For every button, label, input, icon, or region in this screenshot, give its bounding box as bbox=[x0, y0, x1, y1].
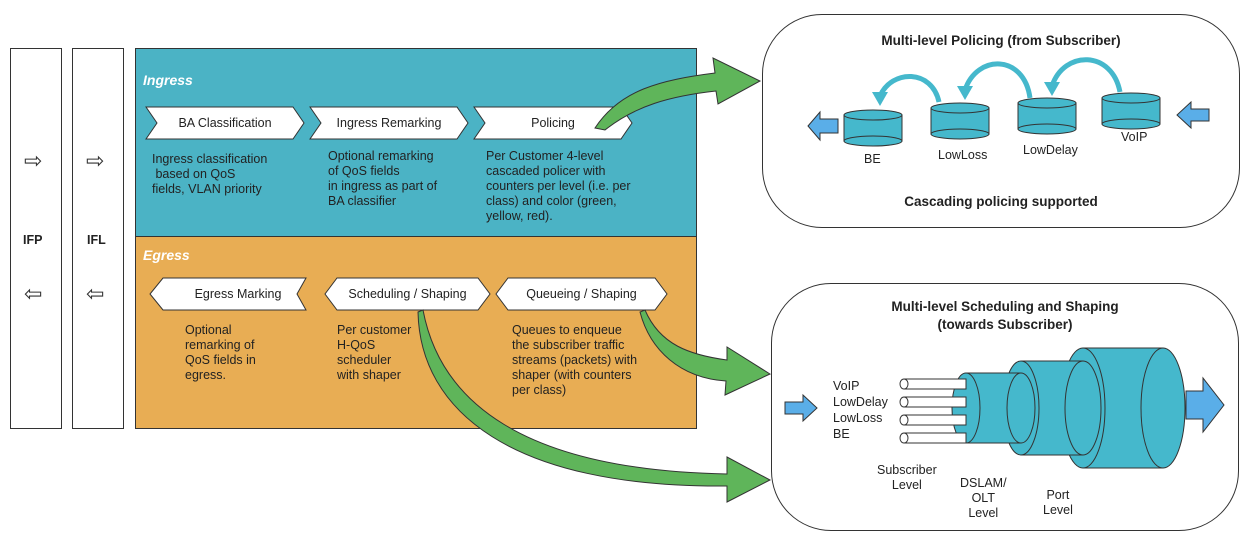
cylinder-voip bbox=[1101, 92, 1161, 130]
cylinder-lowdelay bbox=[1017, 97, 1077, 135]
policing-diagram bbox=[807, 57, 1210, 147]
policing-flow-arrow bbox=[594, 57, 762, 131]
queueing-shaping-label: Queueing / Shaping bbox=[526, 287, 637, 301]
scheduling-shaping-label: Scheduling / Shaping bbox=[348, 287, 467, 301]
ba-classification-desc: Ingress classification based on QoS fiel… bbox=[152, 152, 268, 196]
scheduling-out-arrow-icon bbox=[1185, 376, 1225, 434]
egress-marking-chevron bbox=[149, 277, 307, 311]
ifl-right-arrow-icon: ⇨ bbox=[86, 148, 105, 173]
ingress-panel bbox=[135, 48, 697, 238]
egress-title: Egress bbox=[143, 247, 190, 263]
subscriber-level-cylinder bbox=[951, 372, 1036, 444]
ifp-right-arrow-icon: ⇨ bbox=[24, 148, 43, 173]
queueing-flow-arrow bbox=[639, 309, 772, 396]
ba-classification-chevron bbox=[145, 106, 305, 140]
cylinder-lowloss bbox=[930, 102, 990, 140]
ifp-left-arrow-icon: ⇦ bbox=[24, 281, 43, 306]
queueing-shaping-chevron bbox=[495, 277, 668, 311]
scheduling-class-list: VoIP LowDelay LowLoss BE bbox=[833, 379, 888, 441]
ba-classification-label: BA Classification bbox=[178, 116, 272, 130]
policing-box-footer: Cascading policing supported bbox=[904, 194, 1098, 209]
policing-out-arrow-icon bbox=[807, 110, 839, 142]
ifp-column bbox=[10, 48, 62, 429]
cascade-arrow-1 bbox=[877, 73, 942, 103]
cascade-arrow-3 bbox=[1049, 57, 1123, 93]
class-tubes bbox=[899, 378, 967, 444]
policing-level-voip: VoIP bbox=[1121, 130, 1148, 144]
ingress-remarking-label: Ingress Remarking bbox=[336, 116, 442, 130]
scheduling-flow-arrow bbox=[417, 309, 772, 503]
policing-level-lowloss: LowLoss bbox=[938, 148, 988, 162]
policing-in-arrow-icon bbox=[1176, 100, 1210, 130]
scheduling-diagram bbox=[784, 347, 1225, 469]
scheduling-box-title: Multi-level Scheduling and Shaping (towa… bbox=[891, 299, 1119, 332]
policing-label: Policing bbox=[531, 116, 575, 130]
cascade-arrow-2 bbox=[962, 61, 1033, 99]
port-level-label: Port Level bbox=[1043, 488, 1073, 517]
scheduling-shaping-desc: Per customer H-QoS scheduler with shaper bbox=[337, 323, 412, 382]
queueing-shaping-desc: Queues to enqueue the subscriber traffic… bbox=[512, 323, 638, 397]
ifl-label: IFL bbox=[87, 233, 106, 247]
ifl-column bbox=[72, 48, 124, 429]
policing-desc: Per Customer 4-level cascaded policer wi… bbox=[486, 149, 631, 223]
policing-level-lowdelay: LowDelay bbox=[1023, 143, 1078, 157]
policing-level-be: BE bbox=[864, 152, 881, 166]
egress-marking-desc: Optional remarking of QoS fields in egre… bbox=[185, 323, 256, 382]
scheduling-in-arrow-icon bbox=[784, 393, 818, 423]
policing-box-title: Multi-level Policing (from Subscriber) bbox=[881, 33, 1121, 48]
cylinder-be bbox=[843, 109, 903, 147]
ifl-left-arrow-icon: ⇦ bbox=[86, 281, 105, 306]
ingress-remarking-chevron bbox=[309, 106, 469, 140]
subscriber-level-label: Subscriber Level bbox=[877, 463, 937, 492]
scheduling-shaping-chevron bbox=[324, 277, 491, 311]
dslam-level-label: DSLAM/ OLT Level bbox=[960, 476, 1007, 520]
egress-panel bbox=[135, 236, 697, 429]
ingress-remarking-desc: Optional remarking of QoS fields in ingr… bbox=[328, 149, 438, 208]
ifp-label: IFP bbox=[23, 233, 43, 247]
ingress-title: Ingress bbox=[143, 72, 193, 88]
egress-marking-label: Egress Marking bbox=[194, 287, 282, 301]
